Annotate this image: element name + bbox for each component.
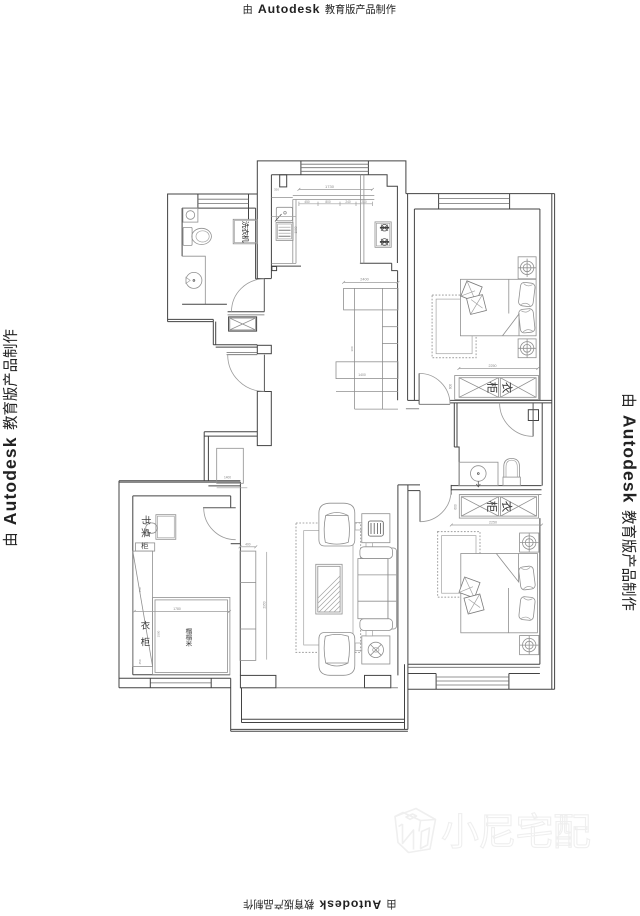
svg-text:1780: 1780 — [173, 607, 181, 611]
svg-text:350: 350 — [274, 188, 279, 192]
svg-text:300: 300 — [350, 346, 354, 351]
svg-text:600: 600 — [449, 384, 453, 390]
svg-text:2950: 2950 — [262, 601, 266, 608]
svg-text:2250: 2250 — [489, 521, 497, 525]
svg-text:Autodesk: Autodesk — [0, 436, 20, 525]
svg-text:450: 450 — [138, 587, 142, 592]
svg-text:1900: 1900 — [294, 226, 298, 233]
svg-text:240: 240 — [345, 200, 351, 204]
svg-text:Autodesk: Autodesk — [319, 897, 381, 911]
svg-text:800: 800 — [325, 200, 331, 204]
svg-text:450: 450 — [138, 659, 142, 664]
svg-text:600: 600 — [453, 504, 457, 510]
svg-text:450: 450 — [304, 200, 310, 204]
svg-text:240: 240 — [361, 200, 367, 204]
svg-text:1400: 1400 — [358, 373, 366, 377]
svg-text:1730: 1730 — [325, 184, 335, 189]
svg-text:1400: 1400 — [224, 475, 231, 479]
svg-text:400: 400 — [245, 542, 251, 546]
svg-text:Autodesk: Autodesk — [258, 2, 320, 16]
svg-text:2400: 2400 — [360, 278, 368, 282]
svg-text:1500: 1500 — [157, 630, 161, 637]
svg-text:2250: 2250 — [489, 364, 497, 368]
svg-text:Autodesk: Autodesk — [619, 415, 639, 504]
